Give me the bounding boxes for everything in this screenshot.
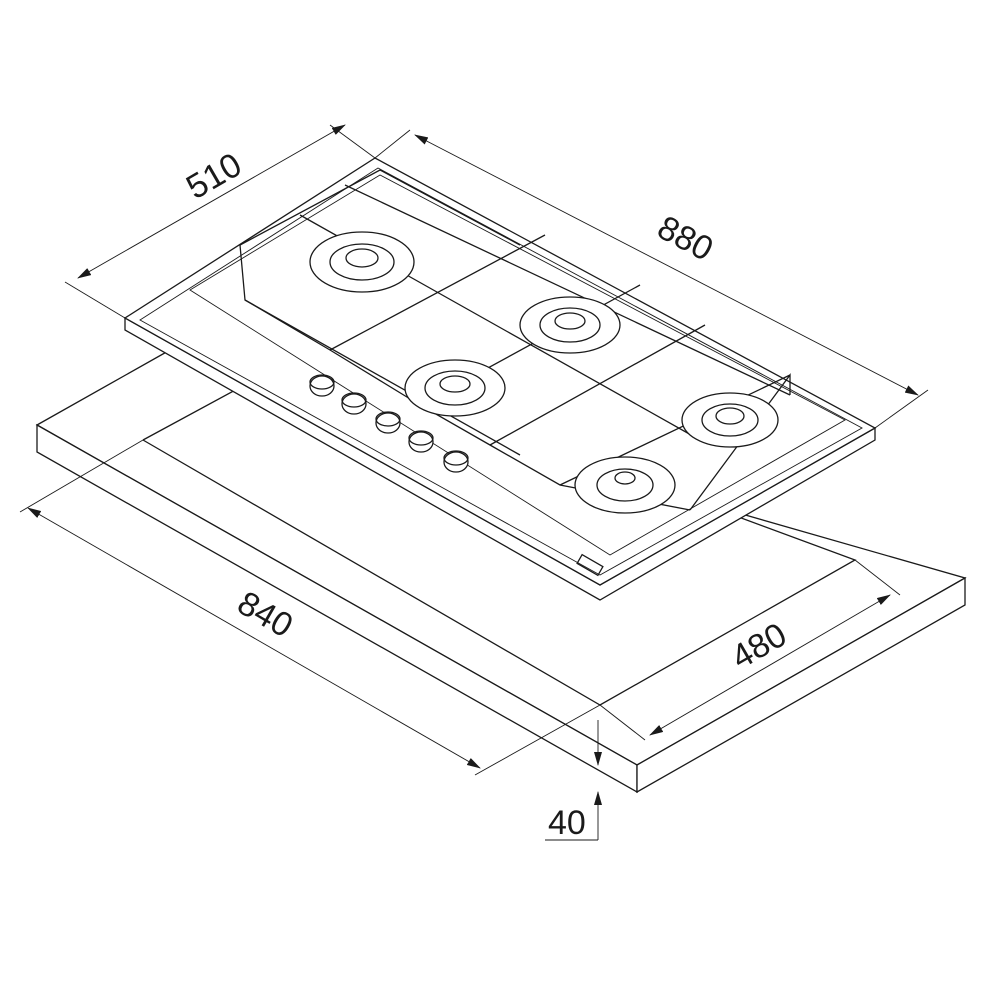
burner-1	[309, 231, 415, 293]
knob-5	[443, 450, 469, 473]
dim-510: 510	[180, 146, 248, 207]
burner-4	[681, 392, 779, 448]
knob-2	[341, 392, 367, 415]
brand-logo	[576, 553, 604, 577]
knob-1	[309, 374, 335, 397]
burner-2	[519, 296, 621, 354]
control-knobs	[309, 374, 469, 473]
knob-4	[408, 430, 434, 453]
knob-3	[375, 411, 401, 434]
dim-880: 880	[651, 209, 719, 269]
dim-40: 40	[548, 804, 586, 842]
burner-3	[404, 359, 506, 417]
burner-5	[574, 456, 676, 514]
dimension-lines	[19, 124, 929, 841]
